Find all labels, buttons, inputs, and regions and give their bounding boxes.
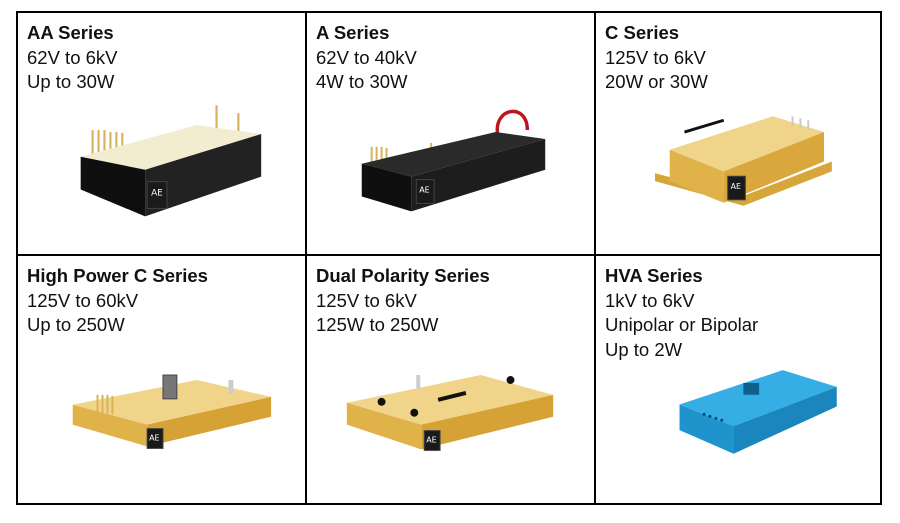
svg-text:AE: AE <box>731 182 741 191</box>
series-card-high-power-c[interactable]: High Power C Series 125V to 60kV Up to 2… <box>18 256 307 503</box>
series-voltage: 1kV to 6kV <box>605 289 695 311</box>
blue-module-image <box>679 370 837 454</box>
series-card-text: HVA Series 1kV to 6kV Unipolar or Bipola… <box>605 264 758 362</box>
gold-flat-module-image: AE <box>346 375 554 451</box>
gold-flat-module-image: AE <box>72 374 272 449</box>
series-card-c[interactable]: C Series 125V to 6kV 20W or 30W AE <box>596 13 880 256</box>
series-voltage: 62V to 6kV <box>27 46 118 68</box>
series-power: Up to 250W <box>27 314 125 335</box>
series-voltage: 125V to 6kV <box>605 46 706 68</box>
series-card-text: C Series 125V to 6kV 20W or 30W <box>605 21 708 95</box>
gold-module-image: AE <box>654 116 832 206</box>
series-card-hva[interactable]: HVA Series 1kV to 6kV Unipolar or Bipola… <box>596 256 880 503</box>
series-voltage: 125V to 6kV <box>316 289 417 311</box>
series-title: C Series <box>605 22 680 43</box>
series-card-text: High Power C Series 125V to 60kV Up to 2… <box>27 264 208 338</box>
series-card-dual-polarity[interactable]: Dual Polarity Series 125V to 6kV 125W to… <box>307 256 596 503</box>
series-title: High Power C Series <box>27 265 208 286</box>
series-title: Dual Polarity Series <box>316 265 490 286</box>
series-power: 125W to 250W <box>316 314 439 335</box>
series-polarity: Unipolar or Bipolar <box>605 314 759 335</box>
product-series-grid: AA Series 62V to 6kV Up to 30W AE <box>16 11 882 505</box>
series-title: AA Series <box>27 22 114 43</box>
series-title: A Series <box>316 22 390 43</box>
series-card-a[interactable]: A Series 62V to 40kV 4W to 30W AE <box>307 13 596 256</box>
series-power: 4W to 30W <box>316 71 408 92</box>
series-card-aa[interactable]: AA Series 62V to 6kV Up to 30W AE <box>18 13 307 256</box>
series-power: Up to 2W <box>605 338 683 360</box>
series-card-text: Dual Polarity Series 125V to 6kV 125W to… <box>316 264 490 338</box>
svg-text:AE: AE <box>149 434 159 443</box>
svg-text:AE: AE <box>419 186 429 195</box>
series-card-text: AA Series 62V to 6kV Up to 30W <box>27 21 118 95</box>
series-power: 20W or 30W <box>605 71 708 92</box>
series-title: HVA Series <box>605 265 703 286</box>
series-voltage: 125V to 60kV <box>27 289 139 311</box>
svg-text:AE: AE <box>426 435 436 444</box>
series-card-text: A Series 62V to 40kV 4W to 30W <box>316 21 417 95</box>
black-module-with-wire-image: AE <box>361 109 546 212</box>
black-module-image: AE <box>80 105 262 217</box>
svg-text:AE: AE <box>151 188 163 198</box>
series-voltage: 62V to 40kV <box>316 46 417 68</box>
series-power: Up to 30W <box>27 71 115 92</box>
